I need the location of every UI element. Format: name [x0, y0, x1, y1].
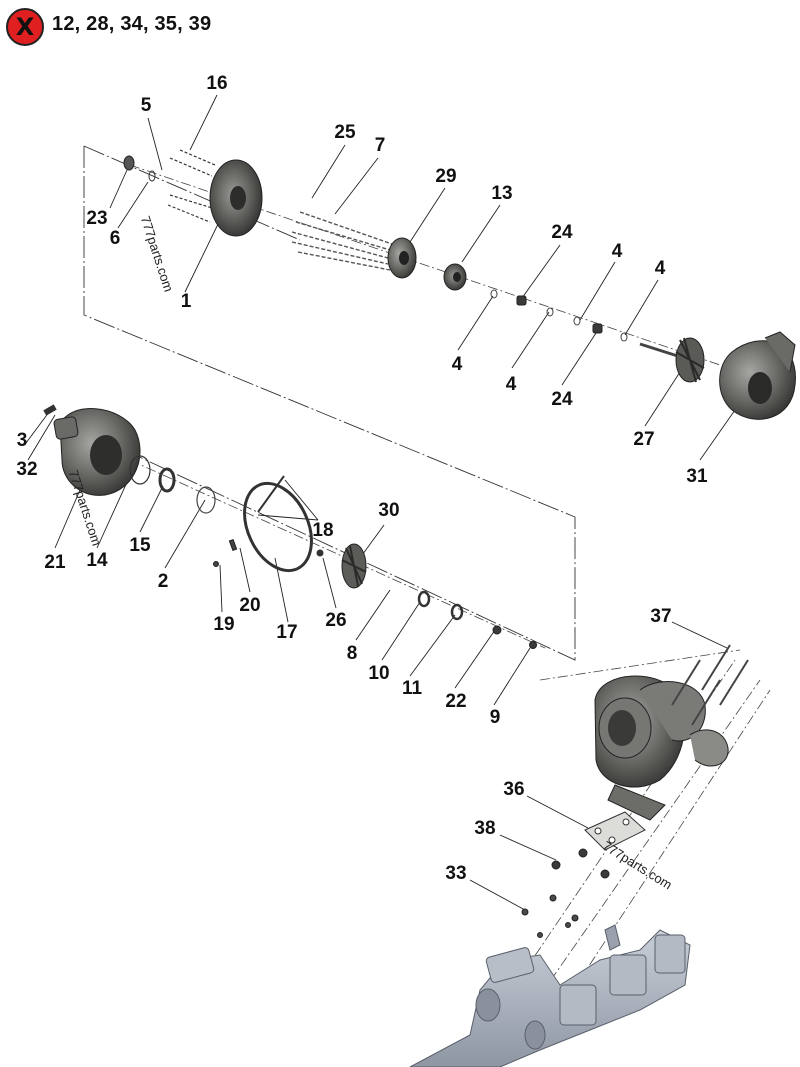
callout-18: 18: [312, 520, 334, 541]
callout-14: 14: [86, 550, 108, 571]
callout-27: 27: [633, 429, 655, 450]
callout-4-upper-b: 4: [654, 258, 666, 279]
callout-33: 33: [445, 863, 467, 884]
ring-15: [158, 467, 176, 493]
exhaust-manifold: [409, 924, 691, 1067]
washers-10-11: [417, 590, 464, 621]
callout-7: 7: [374, 135, 386, 156]
callout-1: 1: [180, 291, 192, 312]
callout-30: 30: [378, 500, 400, 521]
callout-4-lower-a: 4: [451, 354, 463, 375]
assembly-boundary-lines: [59, 145, 576, 661]
callout-8: 8: [346, 643, 358, 664]
callout-10: 10: [368, 663, 390, 684]
callout-4-upper-a: 4: [611, 241, 623, 262]
gasket-36: [584, 811, 646, 851]
compressor-housing-21: [43, 404, 141, 496]
callout-11: 11: [401, 678, 423, 699]
bolts-25: [291, 211, 393, 271]
screws-16: [167, 149, 216, 223]
callout-13: 13: [491, 183, 513, 204]
turbine-housing-31: [719, 331, 796, 420]
callout-32: 32: [16, 459, 38, 480]
nuts-22-9: [492, 625, 537, 649]
excluded-symbol: X: [15, 13, 35, 41]
studs-37: [671, 644, 749, 726]
nuts-38: [551, 848, 610, 879]
callout-17: 17: [276, 622, 298, 643]
backplate-disc: [209, 159, 263, 237]
callout-6: 6: [109, 228, 121, 249]
excluded-items-list: 12, 28, 34, 35, 39: [52, 13, 212, 35]
o-ring-2: [196, 486, 216, 514]
seal-plate-13: [443, 263, 467, 291]
turbine-wheel-27: [639, 337, 705, 383]
o-ring-14: [129, 455, 151, 485]
clamp-hardware-19-20: [213, 538, 238, 567]
callout-3: 3: [16, 430, 28, 451]
bearings-24: [516, 295, 603, 334]
washers-33: [521, 894, 579, 938]
bearing-housing-29: [387, 237, 417, 279]
callout-24-upper: 24: [551, 222, 573, 243]
callout-20: 20: [239, 595, 261, 616]
callout-21: 21: [44, 552, 66, 573]
callout-29: 29: [435, 166, 457, 187]
callout-22: 22: [445, 691, 467, 712]
nut-26: [316, 549, 324, 557]
callout-16: 16: [206, 73, 228, 94]
callout-4-lower-b: 4: [505, 374, 517, 395]
v-band-clamp-17: [243, 475, 313, 573]
turbocharger-assembly: [594, 675, 729, 821]
callout-15: 15: [129, 535, 151, 556]
o-ring-6: [148, 170, 156, 182]
callout-24-lower: 24: [551, 389, 573, 410]
callout-23: 23: [86, 208, 108, 229]
callout-25: 25: [334, 122, 356, 143]
callout-5: 5: [140, 95, 152, 116]
excluded-x-icon: X: [6, 8, 44, 46]
callout-38: 38: [474, 818, 496, 839]
small-rings: [490, 289, 628, 342]
callout-31: 31: [686, 466, 708, 487]
compressor-wheel-30: [341, 543, 367, 589]
callout-19: 19: [213, 614, 235, 635]
callout-9: 9: [489, 707, 501, 728]
callout-36: 36: [503, 779, 525, 800]
callout-26: 26: [325, 610, 347, 631]
small-washer-23: [123, 155, 135, 171]
leader-lines: [25, 94, 736, 911]
callout-37: 37: [650, 606, 672, 627]
callout-2: 2: [157, 571, 169, 592]
